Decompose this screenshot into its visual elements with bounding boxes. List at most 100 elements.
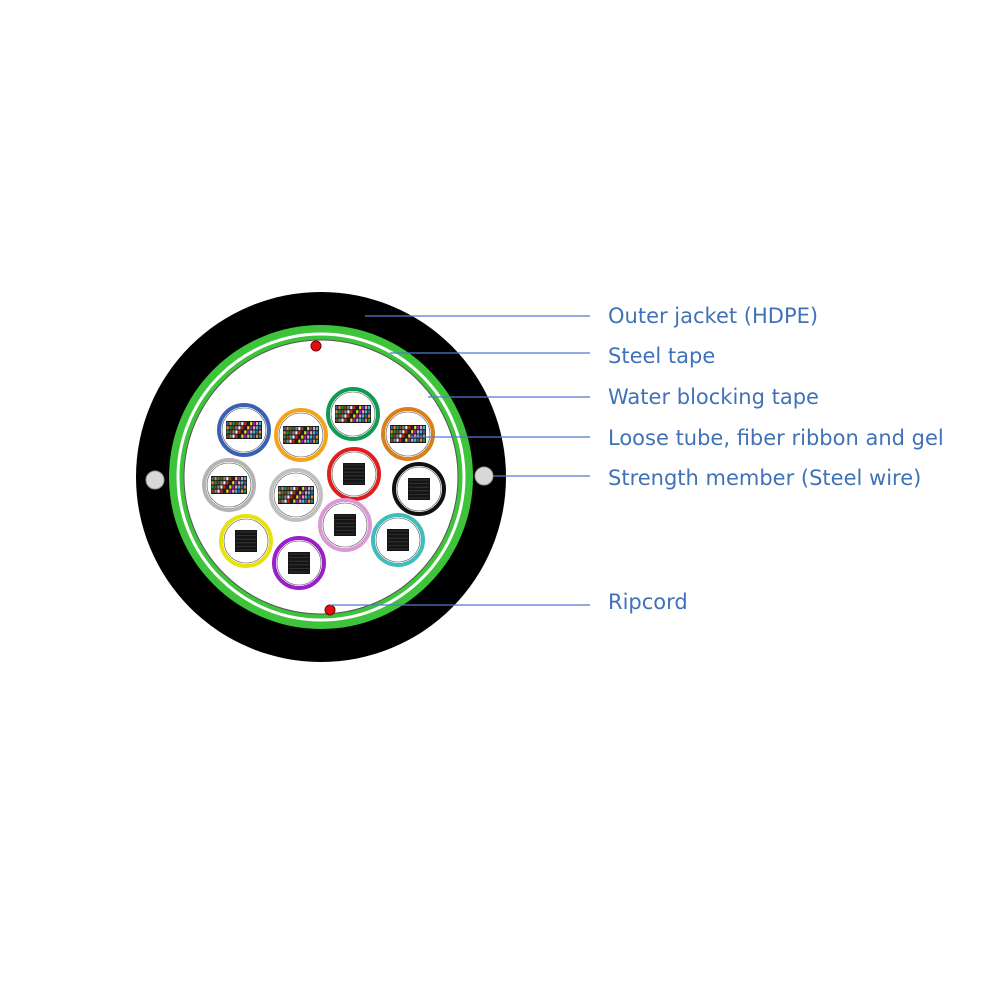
optical-fiber [299,491,302,495]
optical-fiber [367,410,371,414]
tube-inner-edge [322,502,368,548]
optical-fiber [341,414,344,418]
optical-fiber [284,487,287,491]
optical-fiber [214,485,217,489]
optical-fiber [278,499,281,503]
optical-fiber [244,426,247,430]
loose-tubes [202,387,446,590]
optical-fiber [293,491,296,495]
leader-lines [330,315,590,606]
optical-fiber [414,426,417,430]
optical-fiber [367,418,371,422]
optical-fiber [211,481,214,485]
optical-fiber [287,495,290,499]
optical-fiber [220,481,223,485]
optical-fiber [293,495,296,499]
label-water-blocking-tape: Water blocking tape [608,385,819,409]
optical-fiber [241,489,244,493]
optical-fiber [258,422,262,426]
optical-fiber [223,485,226,489]
optical-fiber [417,430,420,434]
optical-fiber [295,435,298,439]
optical-fiber [243,481,247,485]
label-strength-member: Strength member (Steel wire) [608,466,921,490]
fiber-ribbon-stack [235,530,257,552]
tube-inner-edge [223,518,269,564]
optical-fiber [241,430,244,434]
optical-fiber [362,418,365,422]
optical-fiber [250,434,253,438]
optical-fiber [232,422,235,426]
label-steel-tape: Steel tape [608,344,715,368]
optical-fiber [283,427,286,431]
optical-fiber [301,439,304,443]
optical-fiber [310,499,314,503]
optical-fiber [220,489,223,493]
optical-fiber [286,431,289,435]
optical-fiber [365,414,368,418]
optical-fiber [408,438,411,442]
optical-fiber [307,427,310,431]
optical-fiber [335,410,338,414]
optical-fiber [405,430,408,434]
fiber-ribbon-stack [278,486,314,504]
optical-fiber [226,477,229,481]
tube-inner-edge [396,466,442,512]
optical-fiber [307,435,310,439]
optical-fiber [238,477,241,481]
optical-fiber [256,426,259,430]
optical-fiber [284,499,287,503]
optical-fiber [283,435,286,439]
tube-inner-edge [331,451,377,497]
optical-fiber [347,418,350,422]
optical-fiber [420,434,423,438]
optical-fiber [390,430,393,434]
optical-fiber [243,477,247,481]
optical-fiber [304,431,307,435]
label-outer-jacket: Outer jacket (HDPE) [608,304,818,328]
optical-fiber [359,418,362,422]
tube-inner-edge [221,407,267,453]
optical-fiber [402,434,405,438]
optical-fiber [399,434,402,438]
optical-fiber [278,491,281,495]
optical-fiber [304,427,307,431]
optical-fiber [302,487,305,491]
optical-fiber [256,422,259,426]
optical-fiber [295,427,298,431]
loose-tube [327,447,381,501]
fiber-ribbon-stack [226,421,262,439]
optical-fiber [211,489,214,493]
optical-fiber [365,418,368,422]
fiber-ribbon-stack [334,514,356,536]
optical-fiber [341,410,344,414]
optical-fiber [390,438,393,442]
optical-fiber [293,487,296,491]
optical-fiber [307,431,310,435]
optical-fiber [278,495,281,499]
optical-fiber [226,485,229,489]
optical-fiber [344,410,347,414]
optical-fiber [238,489,241,493]
optical-fiber [226,481,229,485]
optical-fiber [247,430,250,434]
optical-fiber [287,499,290,503]
optical-fiber [238,430,241,434]
optical-fiber [301,435,304,439]
optical-fiber [396,430,399,434]
optical-fiber [359,406,362,410]
optical-fiber [243,485,247,489]
optical-fiber [226,430,229,434]
optical-fiber [256,430,259,434]
optical-fiber [365,410,368,414]
optical-fiber [298,435,301,439]
optical-fiber [244,430,247,434]
optical-fiber [241,477,244,481]
optical-fiber [299,487,302,491]
optical-fiber [315,435,319,439]
optical-fiber [422,430,426,434]
optical-fiber [411,426,414,430]
optical-fiber [338,410,341,414]
optical-fiber [353,406,356,410]
optical-fiber [396,426,399,430]
